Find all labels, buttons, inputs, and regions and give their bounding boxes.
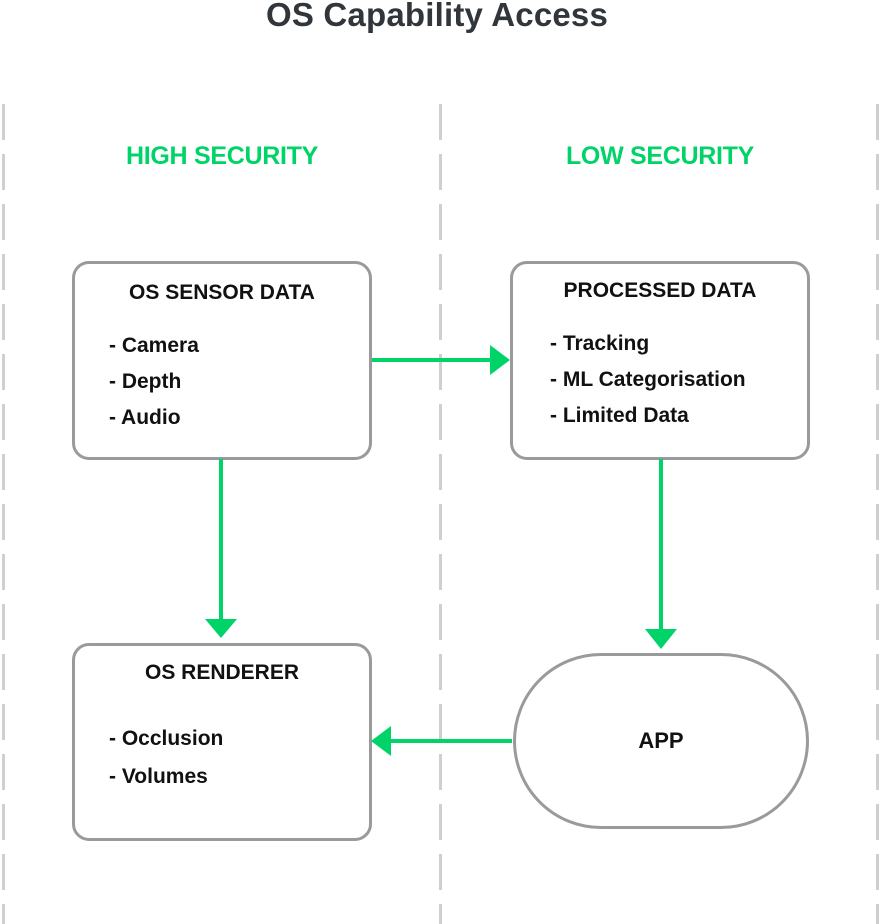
node-title: OS SENSOR DATA bbox=[129, 281, 315, 304]
node-item-list: - Tracking - ML Categorisation - Limited… bbox=[550, 326, 746, 434]
lane-divider-right bbox=[876, 104, 879, 924]
list-item: - Camera bbox=[109, 334, 199, 357]
lane-divider-left bbox=[2, 104, 5, 924]
node-os-sensor-data: OS SENSOR DATA - Camera - Depth - Audio bbox=[72, 261, 372, 460]
lane-divider-center bbox=[439, 104, 442, 924]
list-item: - Volumes bbox=[109, 765, 208, 788]
node-title: PROCESSED DATA bbox=[563, 279, 757, 302]
arrow-sensor-to-renderer bbox=[205, 459, 237, 638]
arrowhead-right-icon bbox=[490, 345, 510, 375]
diagram-title: OS Capability Access bbox=[265, 0, 609, 33]
lane-label-low-security: LOW SECURITY bbox=[565, 142, 755, 170]
arrow-processed-to-app bbox=[645, 459, 677, 649]
arrow-app-to-renderer bbox=[371, 726, 512, 756]
node-title: OS RENDERER bbox=[144, 661, 300, 684]
list-item: - Depth bbox=[109, 370, 182, 393]
arrow-sensor-to-processed bbox=[372, 345, 510, 375]
node-title: APP bbox=[638, 728, 684, 753]
arrowhead-left-icon bbox=[371, 726, 391, 756]
arrowhead-down-icon bbox=[645, 629, 677, 649]
node-item-list: - Occlusion - Volumes bbox=[109, 721, 223, 797]
node-os-renderer: OS RENDERER - Occlusion - Volumes bbox=[72, 643, 372, 841]
list-item: - Tracking bbox=[550, 332, 650, 355]
list-item: - Audio bbox=[109, 406, 181, 429]
node-item-list: - Camera - Depth - Audio bbox=[109, 328, 199, 436]
arrowhead-down-icon bbox=[205, 619, 237, 638]
node-processed-data: PROCESSED DATA - Tracking - ML Categoris… bbox=[510, 261, 810, 460]
lane-label-high-security: HIGH SECURITY bbox=[126, 142, 318, 170]
list-item: - Limited Data bbox=[550, 404, 689, 427]
list-item: - Occlusion bbox=[109, 727, 224, 750]
node-app: APP bbox=[513, 653, 809, 829]
list-item: - ML Categorisation bbox=[550, 368, 746, 391]
